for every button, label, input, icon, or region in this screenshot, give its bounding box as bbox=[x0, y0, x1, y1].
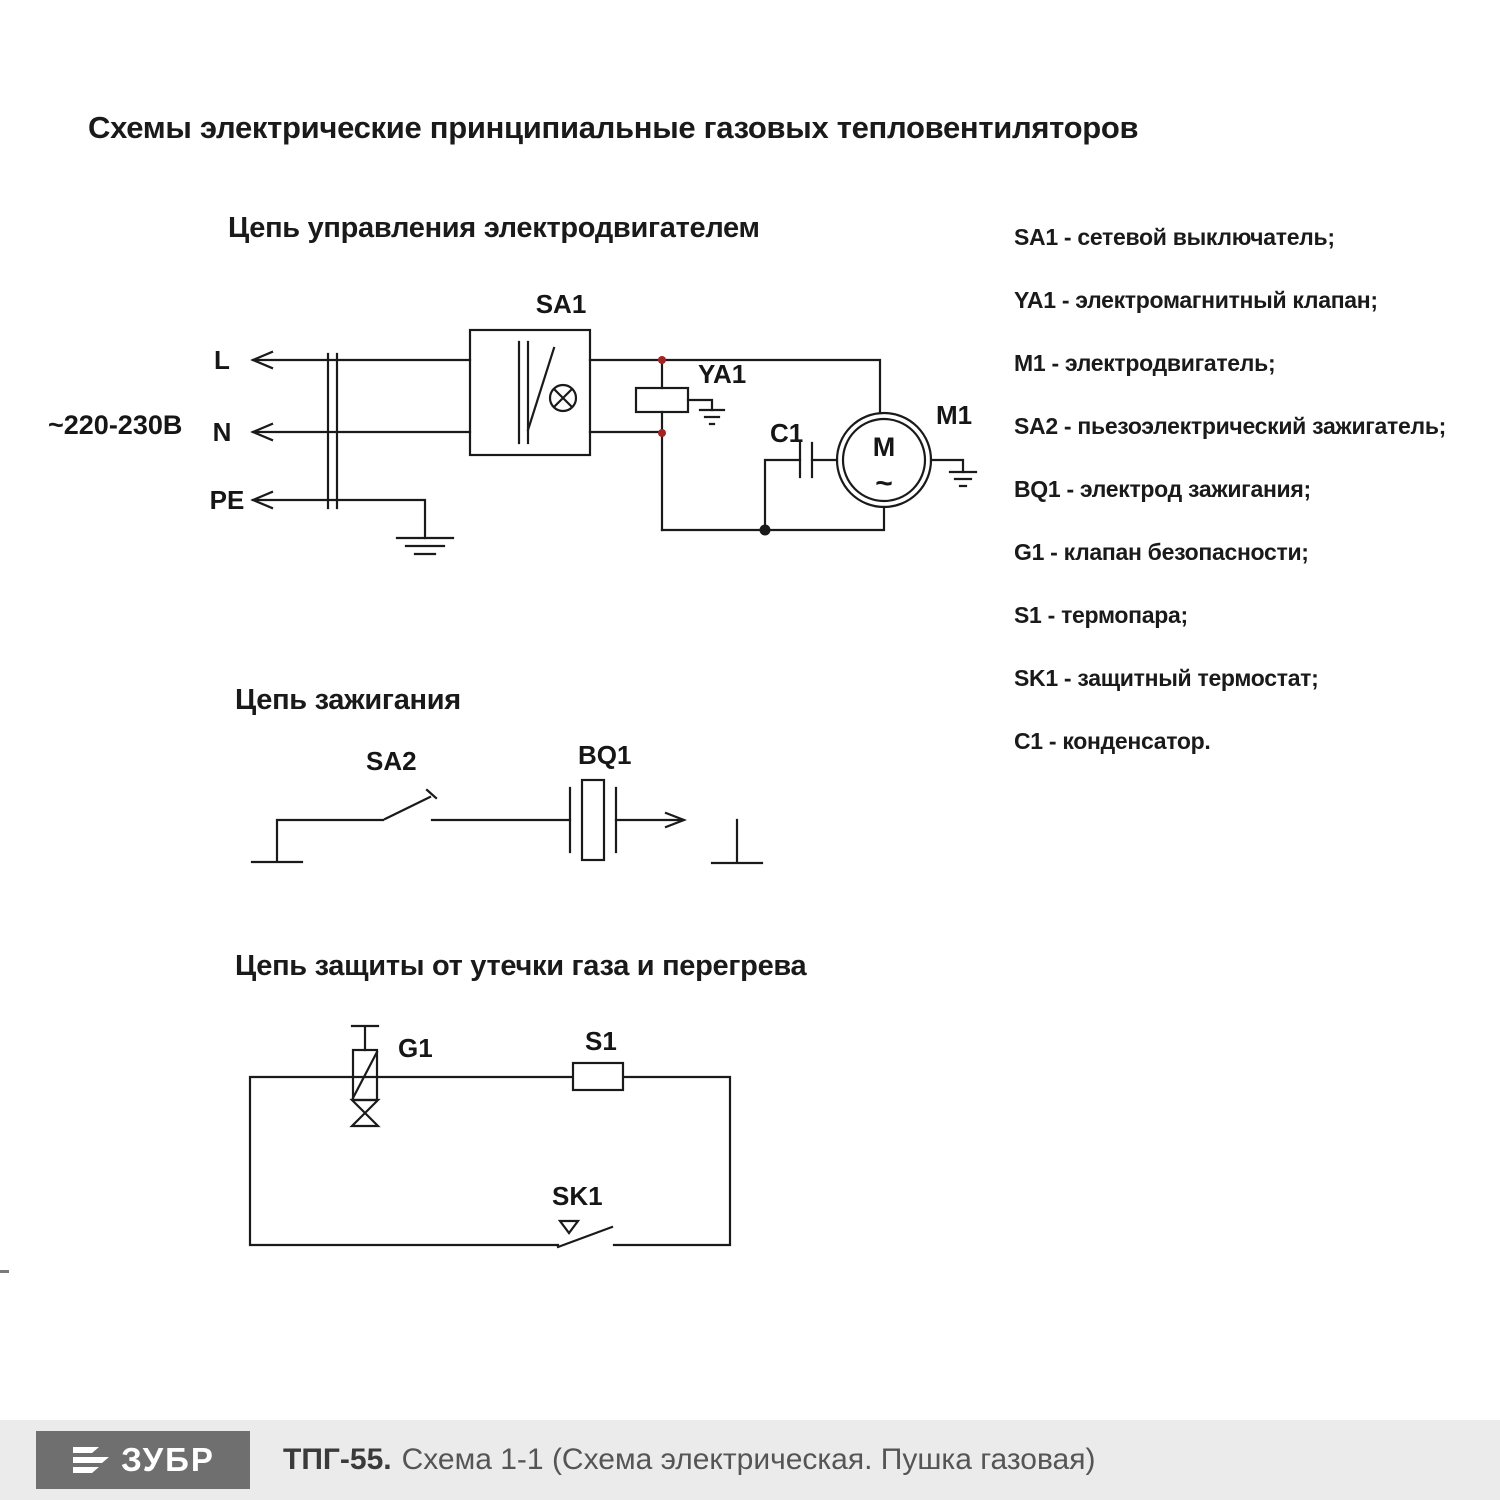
bq1-electrode-symbol bbox=[568, 778, 618, 862]
footer: ЗУБР ТПГ-55. Схема 1-1 (Схема электрическ… bbox=[0, 1420, 1500, 1500]
wire bbox=[929, 458, 965, 474]
motor-letter: M bbox=[873, 432, 896, 462]
g1-valve-symbol bbox=[349, 1024, 381, 1128]
label-sa2: SA2 bbox=[366, 746, 417, 776]
circuit-protection: G1 S1 SK1 bbox=[248, 1024, 732, 1249]
wire bbox=[686, 398, 714, 412]
wire bbox=[250, 818, 385, 864]
wire bbox=[251, 498, 427, 540]
circuit1-title: Цепь управления электродвигателем bbox=[228, 212, 760, 244]
ground-symbol-motor bbox=[948, 470, 978, 488]
page-title: Схемы электрические принципиальные газов… bbox=[88, 110, 1139, 145]
caption-text: Схема 1-1 (Схема электрическая. Пушка га… bbox=[401, 1443, 1096, 1476]
legend-item: SK1 - защитный термостат; bbox=[1014, 665, 1319, 691]
wire bbox=[660, 505, 886, 532]
legend-item: SA2 - пьезоэлектрический зажигатель; bbox=[1014, 413, 1447, 439]
legend-item: G1 - клапан безопасности; bbox=[1014, 539, 1309, 565]
legend-item: YA1 - электромагнитный клапан; bbox=[1014, 287, 1378, 313]
terminal-label-pe: PE bbox=[210, 485, 245, 515]
terminal-label-n: N bbox=[213, 417, 232, 447]
circuit-ignition: SA2 BQ1 bbox=[250, 740, 764, 865]
legend-item: SA1 - сетевой выключатель; bbox=[1014, 224, 1335, 250]
label-sk1: SK1 bbox=[552, 1181, 603, 1211]
wire bbox=[588, 358, 882, 415]
ground-symbol-ya1 bbox=[698, 408, 726, 426]
label-bq1: BQ1 bbox=[578, 740, 631, 770]
brand-logo: ЗУБР bbox=[36, 1431, 250, 1489]
junction-mark-red bbox=[658, 429, 666, 437]
model-number: ТПГ-55. bbox=[283, 1443, 392, 1476]
legend: SA1 - сетевой выключатель; YA1 - электро… bbox=[1014, 224, 1446, 755]
ya1-valve-symbol bbox=[634, 386, 690, 414]
legend-item: C1 - конденсатор. bbox=[1014, 728, 1211, 754]
label-sa1: SA1 bbox=[536, 289, 587, 319]
wire bbox=[710, 818, 764, 865]
capacitor-symbol bbox=[798, 441, 814, 479]
label-c1: C1 bbox=[770, 418, 803, 448]
zubr-logo-icon bbox=[73, 1447, 110, 1473]
footer-caption: ТПГ-55. Схема 1-1 (Схема электрическая. П… bbox=[283, 1443, 1095, 1477]
motor-ac-sign: ~ bbox=[875, 467, 893, 500]
brand-name: ЗУБР bbox=[121, 1441, 215, 1478]
legend-item: BQ1 - электрод зажигания; bbox=[1014, 476, 1311, 502]
sa2-switch-symbol bbox=[383, 788, 438, 821]
wire bbox=[763, 458, 802, 532]
legend-item: S1 - термопара; bbox=[1014, 602, 1188, 628]
lamp-symbol bbox=[548, 383, 578, 413]
sa1-switch-box bbox=[468, 328, 592, 457]
switch-lever bbox=[526, 346, 556, 432]
label-g1: G1 bbox=[398, 1033, 433, 1063]
sk1-thermostat-symbol bbox=[556, 1219, 614, 1249]
page-edge-mark bbox=[0, 1270, 9, 1273]
circuit3-title: Цепь защиты от утечки газа и перегрева bbox=[235, 950, 807, 982]
loop-wire bbox=[248, 1075, 732, 1247]
label-ya1: YA1 bbox=[698, 359, 746, 389]
circuit2-title: Цепь зажигания bbox=[235, 684, 461, 716]
cable-marker bbox=[326, 352, 339, 510]
label-m1: M1 bbox=[936, 400, 972, 430]
label-s1: S1 bbox=[585, 1026, 617, 1056]
junction-mark-red bbox=[658, 356, 666, 364]
legend-item: M1 - электродвигатель; bbox=[1014, 350, 1276, 376]
switch-contacts bbox=[517, 340, 530, 445]
s1-thermocouple-symbol bbox=[571, 1061, 625, 1092]
voltage-label: ~220-230В bbox=[48, 410, 182, 440]
circuit-motor-control: M ~ SA1 YA1 C1 M1 L N PE ~220-230В bbox=[48, 289, 978, 556]
terminal-label-l: L bbox=[214, 345, 230, 375]
motor-symbol: M ~ bbox=[835, 411, 933, 509]
ground-symbol-pe bbox=[395, 536, 455, 556]
spark-arrow bbox=[664, 811, 688, 829]
